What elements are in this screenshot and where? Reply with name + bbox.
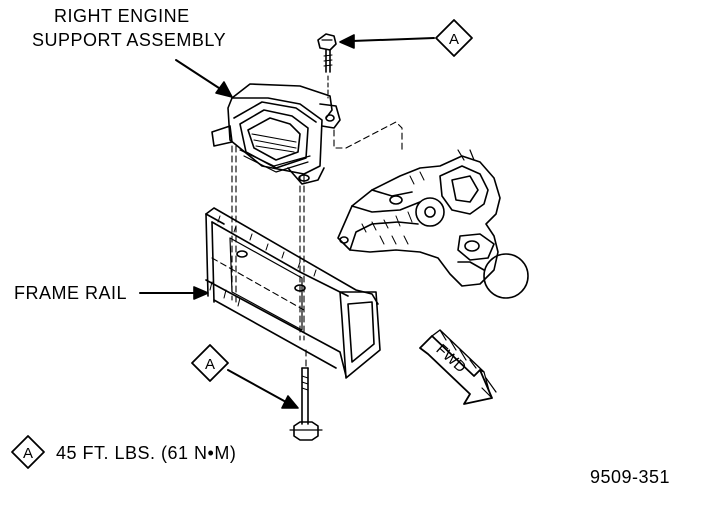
bottom-callout-diamond [191,344,229,382]
bottom-callout-letter: A [205,356,215,373]
alignment-lines [211,121,403,369]
legend-diamond [11,435,45,469]
engine-support-leader-arrow [175,59,233,98]
engine-support-assembly [211,83,341,185]
bottom-bolt [289,367,323,441]
bottom-callout-arrow [227,369,299,409]
figure-number: 9509-351 [590,467,671,487]
torque-spec-label: 45 FT. LBS. (61 N•M) [56,443,237,463]
engine-assembly [337,149,529,299]
engine-support-label-line1: RIGHT ENGINE [54,6,190,26]
top-callout-arrow [339,34,435,49]
legend-letter: A [23,445,33,462]
top-callout-letter: A [449,31,459,48]
frame-rail-label: FRAME RAIL [14,283,128,303]
fwd-label: FWD [433,341,470,377]
top-bolt [317,33,337,99]
fwd-arrow [419,329,497,405]
frame-rail [205,207,381,379]
engine-support-label-line2: SUPPORT ASSEMBLY [32,30,227,50]
top-callout-diamond [435,19,473,57]
frame-rail-leader-arrow [139,286,209,300]
